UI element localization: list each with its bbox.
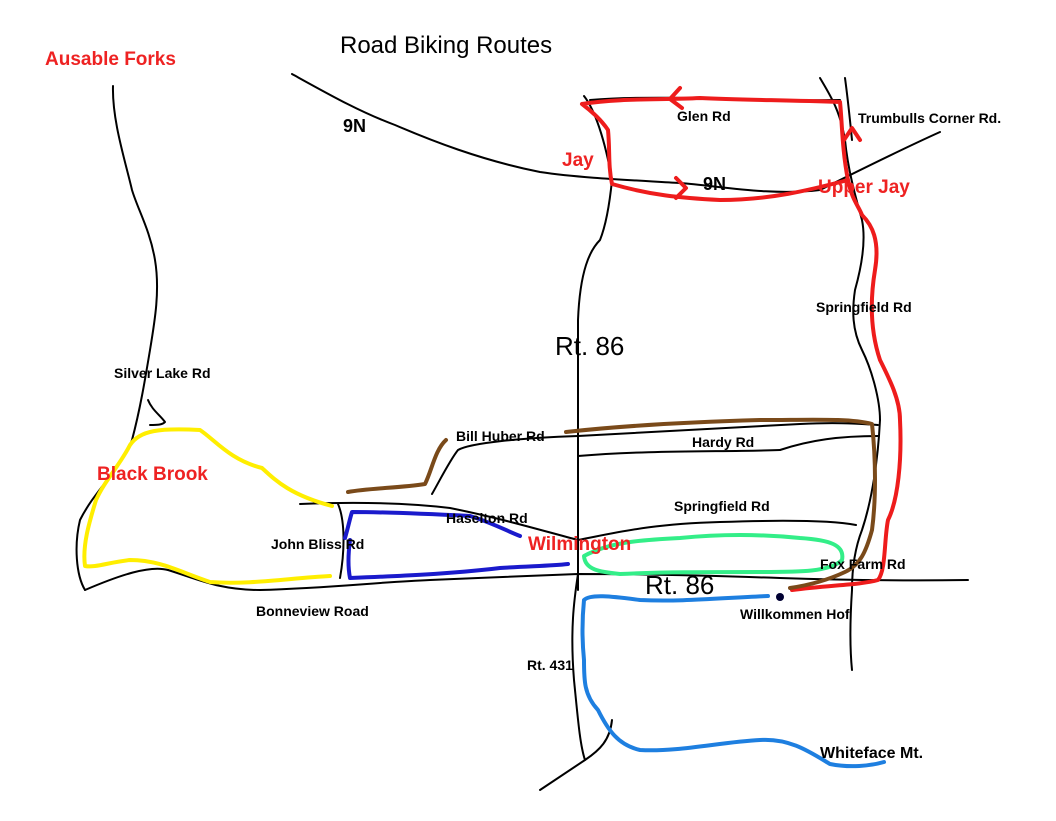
road-rt431-branch [584, 719, 613, 761]
town-ausable-forks: Ausable Forks [45, 49, 176, 70]
label-springfield-rd-north: Springfield Rd [816, 299, 912, 315]
label-john-bliss-rd: John Bliss Rd [271, 536, 364, 552]
label-haselton-rd: Haselton Rd [446, 510, 528, 526]
road-network [75, 73, 969, 791]
road-rt431 [539, 573, 586, 791]
road-trumbulls [844, 77, 853, 141]
label-rt86-south: Rt. 86 [645, 570, 714, 600]
town-black-brook: Black Brook [97, 464, 208, 485]
label-springfield-rd-south: Springfield Rd [674, 498, 770, 514]
arrow-glen-left [668, 86, 684, 110]
label-willkommen-hof: Willkommen Hof [740, 606, 850, 622]
bike-routes [82, 96, 903, 769]
town-jay: Jay [562, 150, 594, 171]
map-title: Road Biking Routes [340, 32, 552, 59]
route-yellow-loop [82, 427, 334, 585]
label-fox-farm-rd: Fox Farm Rd [820, 556, 906, 572]
road-silver-lake [147, 399, 166, 426]
direction-arrows [668, 86, 862, 200]
label-9n-west: 9N [343, 116, 366, 136]
route-darkblue-loop [343, 510, 570, 580]
label-trumbulls-corner-rd: Trumbulls Corner Rd. [858, 110, 1001, 126]
label-glen-rd: Glen Rd [677, 108, 731, 124]
road-springfield-south [577, 519, 857, 541]
label-rt86-north: Rt. 86 [555, 331, 624, 361]
town-upper-jay: Upper Jay [818, 177, 910, 198]
route-brown-loop [346, 417, 877, 590]
route-green-loop [582, 533, 845, 576]
road-rt86-south [167, 569, 969, 591]
label-whiteface-mt: Whiteface Mt. [820, 745, 923, 762]
label-rt431: Rt. 431 [527, 657, 573, 673]
arrow-upper-jay-up [842, 126, 862, 142]
arrow-9n-right [674, 176, 688, 200]
road-haselton [299, 501, 579, 541]
route-lightblue [580, 594, 886, 769]
town-wilmington: Wilmington [528, 534, 631, 555]
label-bill-huber-rd: Bill Huber Rd [456, 428, 545, 444]
route-red-loop [580, 96, 903, 592]
label-bonneview-road: Bonneview Road [256, 603, 369, 619]
road-ausable-west [75, 85, 159, 591]
label-hardy-rd: Hardy Rd [692, 434, 754, 450]
road-hardy-lower [577, 449, 781, 457]
road-bill-huber [431, 435, 579, 495]
willkommen-hof-marker [776, 593, 784, 601]
map-labels: Road Biking Routes Ausable Forks Jay Upp… [45, 32, 1001, 762]
road-hardy [577, 422, 879, 451]
label-silver-lake-rd: Silver Lake Rd [114, 365, 211, 381]
label-9n-east: 9N [703, 174, 726, 194]
road-bonneview [84, 567, 169, 591]
